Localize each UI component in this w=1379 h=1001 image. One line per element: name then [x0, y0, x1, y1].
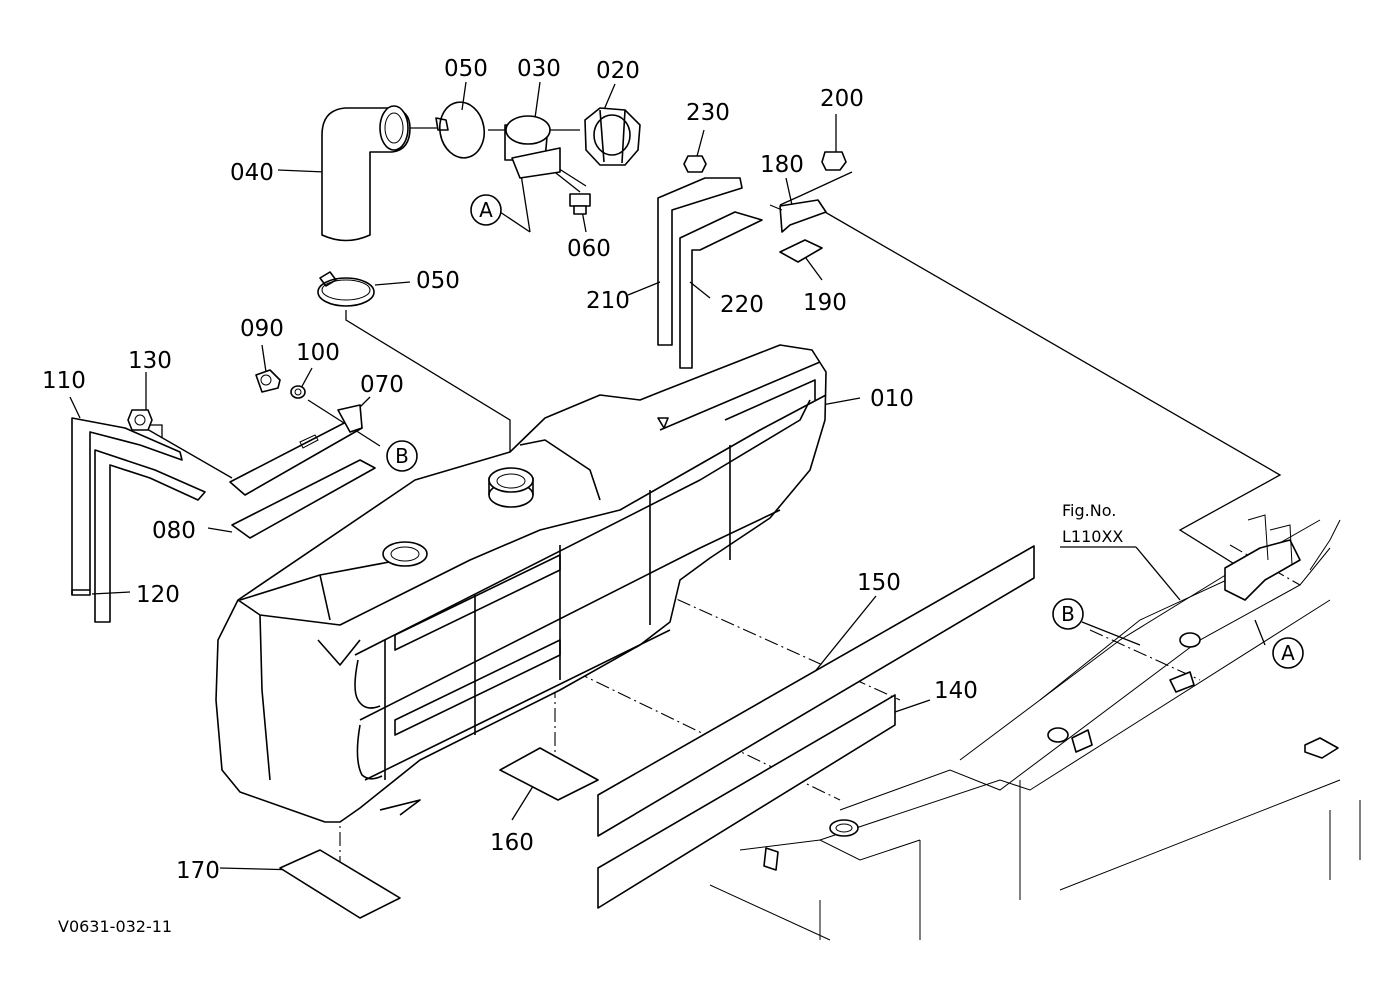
part-label-070: 070 — [360, 372, 404, 398]
callout-b-right-label: B — [1061, 602, 1075, 626]
part-label-040: 040 — [230, 160, 274, 186]
filler-neck-030 — [504, 115, 561, 179]
part-label-210: 210 — [586, 288, 630, 314]
diagram-code: V0631-032-11 — [58, 917, 172, 936]
part-label-060: 060 — [567, 236, 611, 262]
hose-clamp-050-lower — [317, 271, 375, 307]
part-label-190: 190 — [803, 290, 847, 316]
part-label-030: 030 — [517, 56, 561, 82]
bolt-060 — [569, 193, 591, 215]
part-label-140: 140 — [934, 678, 978, 704]
rubber-080 — [231, 459, 376, 539]
callout-b-left: B — [386, 440, 418, 472]
part-label-050-lower: 050 — [416, 268, 460, 294]
nut-230 — [683, 155, 707, 173]
washer-100 — [290, 385, 306, 399]
callout-b-right: B — [1052, 598, 1084, 630]
fig-ref-line2: L110XX — [1062, 527, 1123, 546]
callout-a-upper: A — [470, 194, 502, 226]
pad-170 — [279, 849, 401, 919]
rubber-strip-140 — [597, 694, 896, 909]
part-label-220: 220 — [720, 292, 764, 318]
part-label-200: 200 — [820, 86, 864, 112]
part-label-160: 160 — [490, 830, 534, 856]
part-label-120: 120 — [136, 582, 180, 608]
leader-lines — [69, 81, 1282, 871]
figure-reference: Fig.No. L110XX — [1060, 501, 1136, 548]
part-label-180: 180 — [760, 152, 804, 178]
part-label-230: 230 — [686, 100, 730, 126]
part-label-130: 130 — [128, 348, 172, 374]
fig-ref-line1: Fig.No. — [1062, 501, 1116, 520]
bolt-200 — [821, 151, 847, 171]
hose-clamp-050-upper — [435, 101, 486, 159]
machine-frame — [709, 514, 1361, 941]
pad-190 — [779, 239, 823, 263]
nut-130 — [127, 409, 153, 431]
part-label-090: 090 — [240, 316, 284, 342]
part-label-110: 110 — [42, 368, 86, 394]
part-label-010: 010 — [870, 386, 914, 412]
part-label-100: 100 — [296, 340, 340, 366]
part-label-050-upper: 050 — [444, 56, 488, 82]
pad-160 — [499, 747, 599, 801]
part-label-150: 150 — [857, 570, 901, 596]
tank-bracket-110-120 — [71, 417, 206, 623]
bolt-090 — [255, 369, 281, 393]
bracket-180 — [769, 199, 827, 233]
callout-a-right: A — [1272, 637, 1304, 669]
part-label-080: 080 — [152, 518, 196, 544]
part-label-170: 170 — [176, 858, 220, 884]
fuel-cap-020 — [584, 107, 641, 166]
callout-b-left-label: B — [395, 444, 409, 468]
part-label-020: 020 — [596, 58, 640, 84]
rubber-strip-150 — [597, 545, 1035, 837]
plate-070 — [229, 404, 363, 496]
part-labels: 010 020 030 040 050 050 060 070 080 090 … — [42, 56, 978, 884]
filler-pipe-040 — [321, 105, 411, 242]
tank-bracket-210-220 — [657, 177, 763, 369]
callout-a-upper-label: A — [479, 198, 493, 222]
callout-a-right-label: A — [1281, 641, 1295, 665]
fuel-tank — [215, 344, 827, 823]
